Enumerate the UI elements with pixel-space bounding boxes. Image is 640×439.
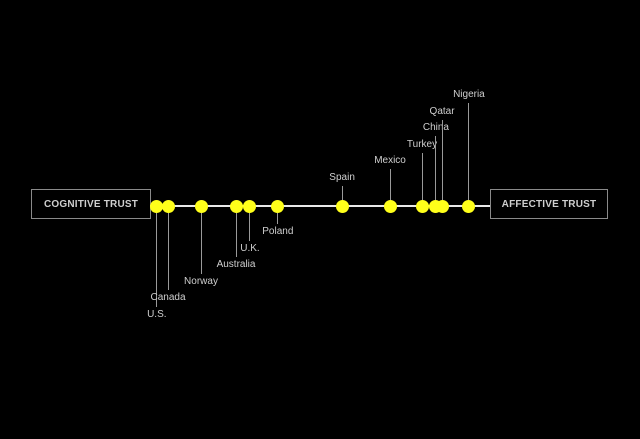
- country-dot-qatar: [435, 199, 449, 213]
- leader-line-qatar: [441, 119, 443, 206]
- leader-line-turkey: [421, 152, 423, 206]
- country-label-canada: Canada: [150, 292, 186, 304]
- country-dot-spain: [335, 199, 349, 213]
- affective-trust-pole: AFFECTIVE TRUST: [490, 189, 608, 219]
- country-dot-turkey: [415, 199, 429, 213]
- country-label-china: China: [422, 122, 450, 134]
- country-dot-poland: [271, 199, 285, 213]
- country-label-uk: U.K.: [240, 242, 260, 254]
- leader-line-australia: [235, 206, 237, 258]
- country-label-mexico: Mexico: [374, 155, 406, 167]
- country-dot-mexico: [383, 199, 397, 213]
- country-label-us: U.S.: [147, 309, 167, 320]
- leader-line-poland: [277, 206, 279, 224]
- country-label-australia: Australia: [216, 259, 256, 271]
- leader-line-uk: [249, 206, 251, 241]
- leader-line-china: [435, 136, 437, 206]
- leader-line-norway: [200, 206, 202, 274]
- spectrum-axis: [150, 205, 490, 207]
- leader-line-spain: [341, 186, 343, 206]
- leader-line-us: [156, 206, 158, 307]
- country-label-turkey: Turkey: [406, 138, 438, 150]
- country-dot-canada: [161, 199, 175, 213]
- country-dot-uk: [243, 199, 257, 213]
- country-label-nigeria: Nigeria: [453, 89, 485, 100]
- country-dot-nigeria: [462, 199, 476, 213]
- country-dot-us: [150, 199, 164, 213]
- country-label-spain: Spain: [329, 172, 355, 183]
- country-dot-australia: [229, 199, 243, 213]
- cognitive-trust-pole: COGNITIVE TRUST: [31, 189, 151, 219]
- country-dot-norway: [194, 199, 208, 213]
- country-label-poland: Poland: [262, 226, 294, 237]
- leader-line-mexico: [389, 169, 391, 206]
- leader-line-nigeria: [468, 103, 470, 206]
- country-label-qatar: Qatar: [429, 105, 455, 117]
- leader-line-canada: [167, 206, 169, 291]
- country-label-norway: Norway: [184, 275, 218, 287]
